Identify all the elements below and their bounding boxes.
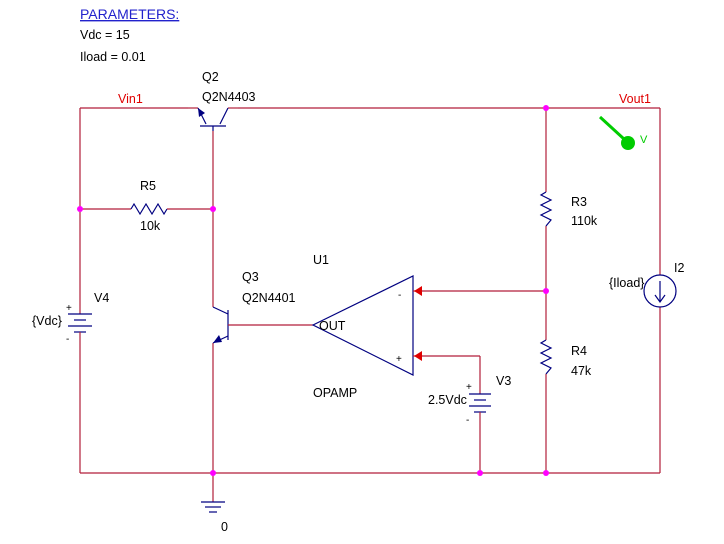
v4-value: {Vdc} bbox=[32, 314, 62, 328]
v4-minus-sign: - bbox=[66, 334, 69, 345]
v4-plus-sign: + bbox=[66, 303, 72, 314]
r5-value: 10k bbox=[140, 219, 161, 233]
r3-ref: R3 bbox=[571, 195, 587, 209]
q2-model: Q2N4403 bbox=[202, 90, 256, 104]
u1-minus-pin: - bbox=[398, 290, 401, 301]
parameter-vdc: Vdc = 15 bbox=[80, 28, 130, 42]
r3-resistor bbox=[539, 191, 553, 227]
wire-feedback bbox=[413, 286, 546, 296]
v4-ref: V4 bbox=[94, 291, 109, 305]
ground-symbol bbox=[201, 501, 225, 513]
node-feedback bbox=[543, 288, 549, 294]
q2-pnp-transistor bbox=[188, 107, 238, 131]
q3-npn-transistor bbox=[212, 306, 313, 344]
junction-nodes bbox=[77, 105, 549, 476]
u1-ref: U1 bbox=[313, 253, 329, 267]
q3-ref: Q3 bbox=[242, 270, 259, 284]
parameter-iload: Iload = 0.01 bbox=[80, 50, 146, 64]
u1-plus-pin: + bbox=[396, 354, 402, 365]
v3-dc-source bbox=[469, 393, 491, 473]
u1-opamp bbox=[311, 275, 414, 376]
node-ground-r4 bbox=[543, 470, 549, 476]
node-vout-top bbox=[543, 105, 549, 111]
u1-out-label: OUT bbox=[319, 319, 346, 333]
r5-ref: R5 bbox=[140, 179, 156, 193]
v3-ref: V3 bbox=[496, 374, 511, 388]
net-label-vout1: Vout1 bbox=[619, 92, 651, 106]
i2-current-source bbox=[643, 274, 677, 308]
node-ground-v3 bbox=[477, 470, 483, 476]
r5-resistor bbox=[80, 202, 213, 216]
node-r5-q2base bbox=[210, 206, 216, 212]
v3-minus-sign: - bbox=[466, 415, 469, 426]
v4-dc-source bbox=[68, 306, 92, 334]
r4-ref: R4 bbox=[571, 344, 587, 358]
ground-net-label: 0 bbox=[221, 520, 228, 534]
q3-model: Q2N4401 bbox=[242, 291, 296, 305]
q2-ref: Q2 bbox=[202, 70, 219, 84]
parameters-title: PARAMETERS: bbox=[80, 6, 179, 22]
voltage-probe-label: V bbox=[640, 134, 648, 146]
v3-plus-sign: + bbox=[466, 382, 472, 393]
r4-resistor bbox=[539, 339, 553, 375]
i2-value: {Iload} bbox=[609, 276, 644, 290]
r3-value: 110k bbox=[571, 214, 598, 228]
node-ground-left bbox=[210, 470, 216, 476]
node-vin1-r5 bbox=[77, 206, 83, 212]
r4-value: 47k bbox=[571, 364, 592, 378]
wire-plus-input bbox=[413, 351, 481, 394]
i2-ref: I2 bbox=[674, 261, 684, 275]
u1-type: OPAMP bbox=[313, 386, 357, 400]
voltage-probe-marker[interactable] bbox=[598, 115, 635, 150]
net-label-vin1: Vin1 bbox=[118, 92, 143, 106]
v3-value: 2.5Vdc bbox=[428, 393, 467, 407]
